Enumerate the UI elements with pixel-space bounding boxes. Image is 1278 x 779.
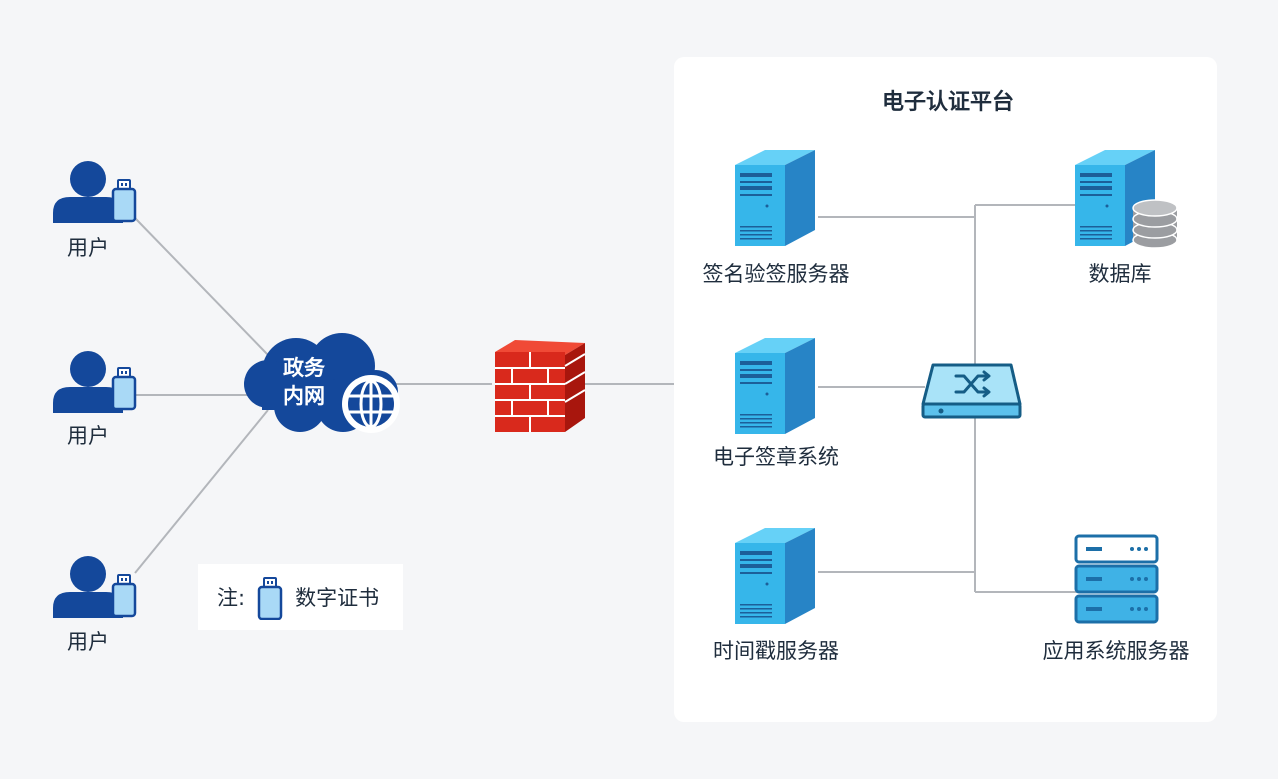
timestamp-server-label: 时间戳服务器 — [713, 639, 839, 663]
gov-intranet-cloud — [244, 333, 400, 433]
database-icon — [1132, 199, 1178, 249]
legend-prefix: 注: — [217, 586, 246, 610]
cloud-label-line1: 政务 — [283, 356, 325, 380]
app-server-label: 应用系统服务器 — [1042, 639, 1190, 663]
database-server-icon — [1075, 150, 1178, 249]
signature-server-label: 签名验签服务器 — [702, 262, 850, 286]
timestamp-server-icon — [735, 528, 815, 624]
user-1 — [53, 161, 137, 223]
database-label: 数据库 — [1088, 262, 1152, 286]
usb-key-icon — [257, 577, 283, 620]
usb-key-icon — [111, 366, 137, 411]
globe-icon — [342, 375, 400, 433]
line-user3-cloud — [134, 409, 269, 574]
usb-key-icon — [111, 178, 137, 223]
signature-server-icon — [735, 150, 815, 246]
firewall-icon — [495, 340, 586, 432]
network-switch-icon — [921, 363, 1022, 419]
legend-box: 注: 数字证书 — [198, 564, 403, 630]
cloud-label-line2: 内网 — [283, 384, 325, 408]
platform-title: 电子认证平台 — [881, 90, 1015, 115]
shuffle-icon — [954, 370, 991, 398]
e-seal-server-icon — [735, 338, 815, 434]
line-user1-cloud — [134, 217, 269, 356]
connection-lines — [134, 204, 1078, 593]
app-server-rack-icon — [1074, 534, 1159, 624]
user-3 — [53, 556, 137, 618]
user-2-label: 用户 — [67, 424, 109, 448]
e-seal-server-label: 电子签章系统 — [713, 445, 839, 469]
user-2 — [53, 351, 137, 413]
user-1-label: 用户 — [67, 236, 109, 260]
usb-key-icon — [111, 573, 137, 618]
cloud-label: 政务 内网 — [283, 354, 325, 410]
legend-item: 数字证书 — [295, 586, 380, 610]
user-3-label: 用户 — [67, 630, 109, 654]
